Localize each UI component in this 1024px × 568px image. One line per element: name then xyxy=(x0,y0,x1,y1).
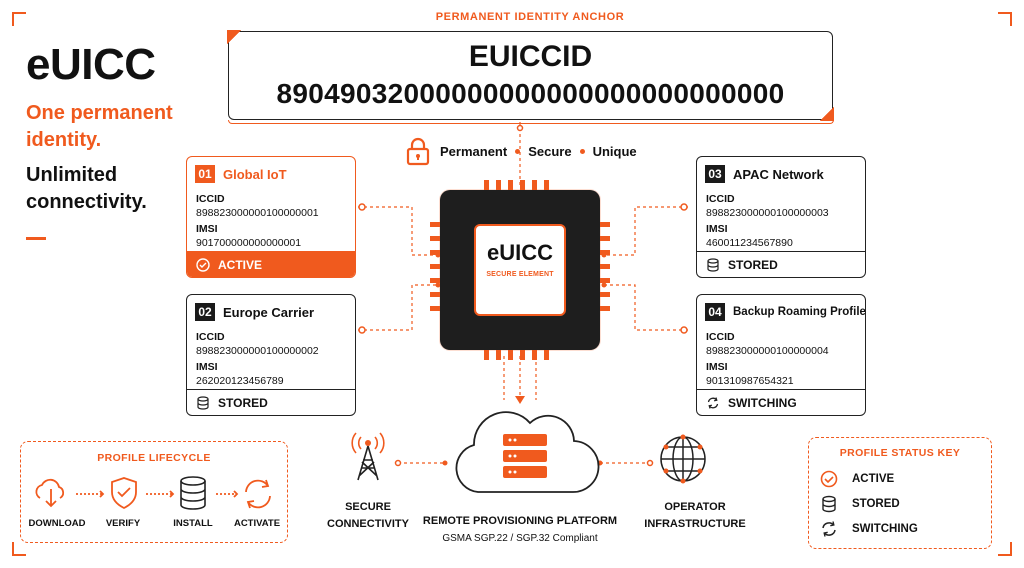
step-download: DOWNLOAD xyxy=(28,518,86,529)
cloud-platform-icon xyxy=(455,411,600,493)
cell-tower-icon xyxy=(351,432,385,481)
status-badge: STORED xyxy=(697,251,865,277)
trait-separator xyxy=(515,148,521,154)
euiccid-value: 89049032000000000000000000000000 xyxy=(276,78,785,109)
platform-compliance: GSMA SGP.22 / SGP.32 Compliant xyxy=(442,533,598,544)
profile-card-apac-network[interactable]: 03 APAC Network ICCID 8988230000001000000… xyxy=(696,156,866,278)
iccid-label: ICCID xyxy=(196,331,225,343)
profile-number: 04 xyxy=(705,303,725,321)
corner-mark xyxy=(12,542,26,556)
status-text: STORED xyxy=(728,257,778,272)
secure-connectivity-label: SECURE CONNECTIVITY xyxy=(327,501,409,530)
hero-accent-dash xyxy=(26,237,46,240)
shield-check-icon xyxy=(111,477,137,510)
status-text: ACTIVE xyxy=(218,257,263,272)
check-circle-icon xyxy=(820,470,838,488)
profile-number: 03 xyxy=(705,165,725,183)
database-icon xyxy=(180,476,206,510)
status-badge: ACTIVE xyxy=(187,251,355,277)
operator-infrastructure-label: OPERATOR INFRASTRUCTURE xyxy=(644,501,746,530)
status-key-switching: SWITCHING xyxy=(820,520,918,538)
chip-title: eUICC xyxy=(486,240,553,265)
profile-name: Backup Roaming Profile xyxy=(733,306,866,318)
step-activate: ACTIVATE xyxy=(233,518,281,529)
platform-label: REMOTE PROVISIONING PLATFORM xyxy=(422,515,618,527)
profile-card-global-iot[interactable]: 01 Global IoT ICCID 898823000000100000001… xyxy=(186,156,356,278)
imsi-label: IMSI xyxy=(196,361,218,373)
profile-lifecycle-panel xyxy=(20,441,288,543)
profile-card-europe-carrier[interactable]: 02 Europe Carrier ICCID 89882300000010000… xyxy=(186,294,356,416)
corner-accent xyxy=(227,30,241,44)
database-icon xyxy=(822,495,836,513)
corner-accent xyxy=(820,107,834,121)
trait-separator xyxy=(579,148,585,154)
hero-tagline-primary: One permanent identity. xyxy=(26,102,173,151)
step-install: INSTALL xyxy=(173,518,213,529)
chip-core xyxy=(474,224,566,316)
imsi-label: IMSI xyxy=(706,223,728,235)
status-key-active: ACTIVE xyxy=(820,470,894,488)
status-badge: STORED xyxy=(187,389,355,415)
status-key-panel xyxy=(808,437,992,549)
trait-permanent: Permanent xyxy=(440,143,508,159)
activate-cycle-icon xyxy=(245,479,271,509)
status-key-title: PROFILE STATUS KEY xyxy=(839,447,961,459)
imsi-value: 901700000000000001 xyxy=(196,237,302,249)
iccid-label: ICCID xyxy=(706,331,735,343)
profile-card-backup-roaming[interactable]: 04 Backup Roaming Profile ICCID 898823000… xyxy=(696,294,866,416)
hero-tagline-secondary: Unlimited connectivity. xyxy=(26,164,147,213)
corner-mark xyxy=(998,542,1012,556)
status-key-stored: STORED xyxy=(820,495,900,513)
imsi-label: IMSI xyxy=(196,223,218,235)
euiccid-heading: EUICCID xyxy=(468,40,593,73)
status-text: STORED xyxy=(218,395,268,410)
identity-traits: Permanent Secure Unique xyxy=(404,133,637,169)
chip-subtitle: SECURE ELEMENT xyxy=(486,271,554,278)
download-icon xyxy=(35,478,65,508)
lifecycle-title: PROFILE LIFECYCLE xyxy=(97,452,211,464)
trait-unique: Unique xyxy=(592,143,637,159)
trait-secure: Secure xyxy=(528,143,572,159)
lifecycle-icons xyxy=(35,476,271,510)
hero-title: eUICC xyxy=(26,40,156,89)
refresh-icon xyxy=(707,396,719,409)
imsi-value: 460011234567890 xyxy=(706,237,793,249)
iccid-value: 898823000000100000003 xyxy=(706,207,829,219)
profile-name: Global IoT xyxy=(223,166,287,182)
corner-mark xyxy=(998,12,1012,26)
anchor-label: PERMANENT IDENTITY ANCHOR xyxy=(435,11,625,23)
profile-number: 02 xyxy=(195,303,215,321)
imsi-value: 262020123456789 xyxy=(196,375,284,387)
profile-name: Europe Carrier xyxy=(223,304,315,320)
globe-icon xyxy=(660,434,706,484)
iccid-label: ICCID xyxy=(706,193,735,205)
refresh-icon xyxy=(822,521,836,537)
corner-mark xyxy=(12,12,26,26)
profile-name: APAC Network xyxy=(733,166,824,182)
profile-number: 01 xyxy=(195,165,215,183)
database-icon xyxy=(197,395,209,410)
identity-anchor-box: EUICCID 89049032000000000000000000000000 xyxy=(227,30,834,124)
server-icon xyxy=(503,434,547,478)
lock-icon xyxy=(406,137,430,166)
iccid-value: 898823000000100000002 xyxy=(196,345,319,357)
imsi-value: 901310987654321 xyxy=(706,375,794,387)
imsi-label: IMSI xyxy=(706,361,728,373)
iccid-value: 898823000000100000001 xyxy=(196,207,319,219)
iccid-label: ICCID xyxy=(196,193,225,205)
status-text: SWITCHING xyxy=(728,395,797,410)
status-badge: SWITCHING xyxy=(697,389,865,415)
database-icon xyxy=(707,257,719,272)
iccid-value: 898823000000100000004 xyxy=(706,345,829,357)
step-verify: VERIFY xyxy=(105,518,141,529)
check-circle-icon xyxy=(196,257,210,272)
